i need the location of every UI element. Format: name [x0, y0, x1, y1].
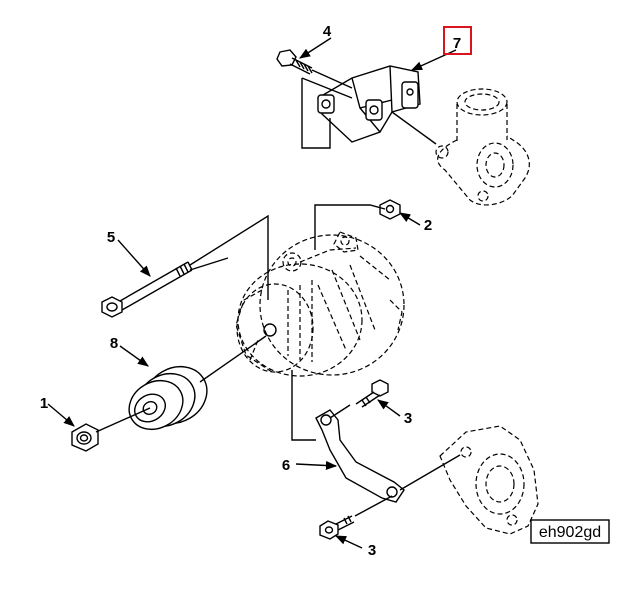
- callout-3-upper: 3: [404, 410, 412, 427]
- callout-8: 8: [110, 335, 118, 352]
- callout-2: 2: [424, 217, 432, 234]
- nut-2: [379, 199, 401, 220]
- thermostat-housing-lower: [439, 425, 539, 535]
- callout-7-highlight-box: [443, 26, 472, 55]
- callout-4: 4: [323, 23, 332, 40]
- callout-labels: 4 7 2 5 8 1 3 6 3: [40, 23, 472, 559]
- capscrew-3-lower: [319, 515, 355, 540]
- assembly-lines: [95, 77, 461, 517]
- callout-leaders: [47, 37, 457, 549]
- pulley-nut-1: [71, 423, 99, 452]
- reference-code-box: eh902gd: [530, 519, 610, 544]
- callout-6: 6: [282, 457, 290, 474]
- capscrew-3-upper: [355, 379, 389, 408]
- reference-code: eh902gd: [539, 524, 601, 541]
- callout-1: 1: [40, 395, 48, 412]
- callout-5: 5: [107, 229, 115, 246]
- alternator-link-6: [315, 409, 405, 503]
- callout-7: 7: [453, 35, 461, 52]
- capscrew-4: [276, 49, 353, 89]
- alternator-bracket: [317, 65, 437, 145]
- thermostat-housing-upper: [435, 88, 530, 206]
- capscrew-5: [101, 261, 193, 318]
- alternator: [235, 231, 405, 377]
- pulley-8: [128, 365, 208, 431]
- callout-3-lower: 3: [368, 542, 376, 559]
